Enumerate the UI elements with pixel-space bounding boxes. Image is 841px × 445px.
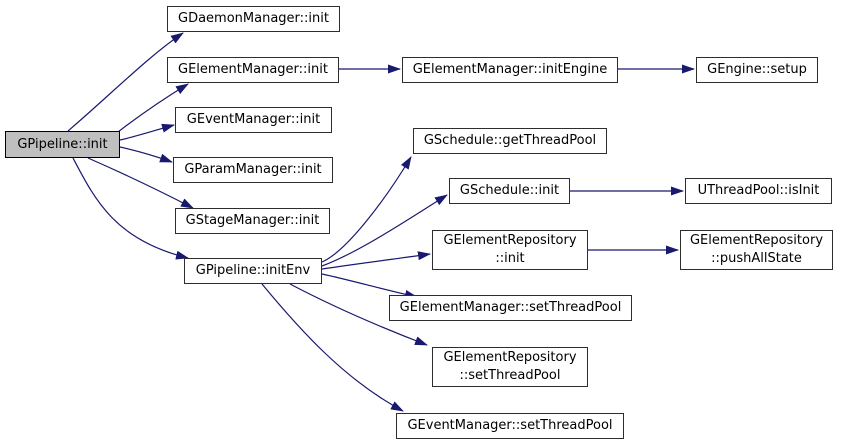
edge-gpipeline-init-to-gdaemonmanager-init bbox=[67, 32, 184, 132]
node-gelementmanager-initengine[interactable]: GElementManager::initEngine bbox=[402, 57, 618, 83]
node-label: ::setThreadPool bbox=[459, 368, 561, 383]
node-label: GPipeline::init bbox=[17, 136, 108, 152]
node-label: GEventManager::setThreadPool bbox=[407, 418, 613, 433]
edge-gpipeline-init-to-gparammanager-init bbox=[119, 146, 173, 163]
node-gelementrepository-setthreadpool[interactable]: GElementRepository::setThreadPool bbox=[432, 347, 588, 387]
node-label: GDaemonManager::init bbox=[178, 11, 329, 26]
node-label: UThreadPool::isInit bbox=[697, 183, 820, 198]
node-gelementrepository-pushallstate[interactable]: GElementRepository::pushAllState bbox=[680, 230, 833, 270]
node-label: GElementRepository bbox=[443, 350, 577, 365]
edge-gpipeline-initenv-to-gschedule-init bbox=[321, 194, 448, 267]
node-uthreadpool-isinit[interactable]: UThreadPool::isInit bbox=[685, 178, 832, 204]
node-label: GPipeline::initEnv bbox=[195, 263, 311, 278]
node-label: GElementRepository bbox=[689, 233, 824, 248]
node-label: GElementManager::init bbox=[178, 62, 328, 77]
node-label: GSchedule::init bbox=[459, 183, 560, 198]
node-label: GStageManager::init bbox=[185, 213, 320, 228]
node-geventmanager-setthreadpool[interactable]: GEventManager::setThreadPool bbox=[396, 413, 624, 439]
node-gelementmanager-setthreadpool[interactable]: GElementManager::setThreadPool bbox=[389, 295, 632, 321]
node-label: ::init bbox=[495, 251, 525, 266]
edge-gpipeline-initenv-to-gelementmanager-setthreadpool bbox=[321, 273, 418, 299]
node-label: GEventManager::init bbox=[186, 112, 321, 127]
node-label: GSchedule::getThreadPool bbox=[423, 133, 597, 148]
node-gstagemanager-init[interactable]: GStageManager::init bbox=[175, 208, 330, 234]
node-label: GParamManager::init bbox=[184, 162, 322, 177]
node-gpipeline-init: GPipeline::init bbox=[5, 131, 120, 158]
edge-gpipeline-init-to-gstagemanager-init bbox=[87, 157, 194, 209]
node-gschedule-init[interactable]: GSchedule::init bbox=[449, 178, 570, 204]
node-gparammanager-init[interactable]: GParamManager::init bbox=[173, 157, 333, 183]
edge-gpipeline-initenv-to-geventmanager-setthreadpool bbox=[261, 283, 404, 412]
node-gschedule-getthreadpool[interactable]: GSchedule::getThreadPool bbox=[413, 128, 607, 154]
node-label: GElementManager::initEngine bbox=[412, 62, 608, 77]
edge-gpipeline-initenv-to-gelementrepository-setthreadpool bbox=[289, 283, 428, 346]
node-gpipeline-initenv[interactable]: GPipeline::initEnv bbox=[184, 258, 322, 284]
edge-gpipeline-initenv-to-gschedule-getthreadpool bbox=[321, 156, 412, 263]
node-label: GEngine::setup bbox=[707, 62, 807, 77]
edge-gpipeline-init-to-geventmanager-init bbox=[119, 123, 175, 141]
node-label: GElementRepository bbox=[443, 233, 577, 248]
node-gdaemonmanager-init[interactable]: GDaemonManager::init bbox=[167, 6, 340, 32]
node-gengine-setup[interactable]: GEngine::setup bbox=[696, 57, 818, 83]
node-label: GElementManager::setThreadPool bbox=[399, 300, 622, 315]
edge-gpipeline-init-to-gelementmanager-init bbox=[117, 83, 189, 133]
node-gelementmanager-init[interactable]: GElementManager::init bbox=[167, 57, 339, 83]
node-gelementrepository-init[interactable]: GElementRepository::init bbox=[432, 230, 588, 270]
node-geventmanager-init[interactable]: GEventManager::init bbox=[175, 107, 332, 133]
node-label: ::pushAllState bbox=[711, 251, 802, 266]
edge-gpipeline-initenv-to-gelementrepository-init bbox=[321, 251, 431, 270]
edge-gpipeline-init-to-gpipeline-initenv bbox=[72, 157, 189, 260]
